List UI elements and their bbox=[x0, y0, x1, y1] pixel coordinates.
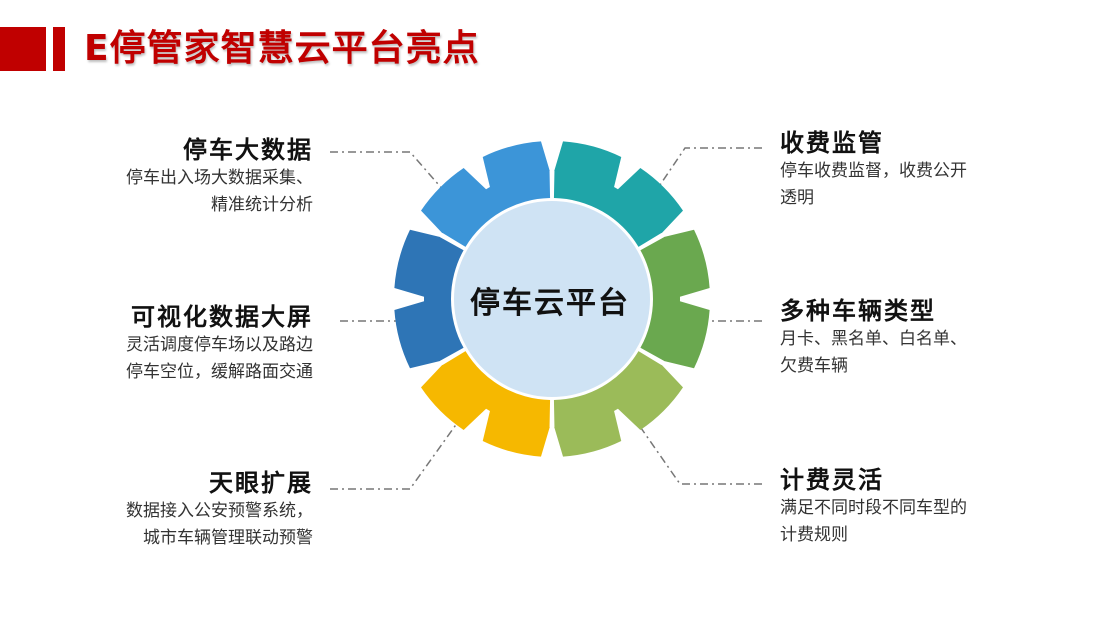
gear-segment-yellow bbox=[421, 351, 551, 457]
connector-line bbox=[659, 147, 762, 186]
page-title: E停管家智慧云平台亮点 bbox=[84, 28, 480, 69]
feature-desc-line: 月卡、黑名单、白名单、 bbox=[780, 329, 967, 349]
center-circle bbox=[454, 201, 650, 397]
feature-desc-line: 数据接入公安预警系统， bbox=[126, 501, 313, 521]
header-accent-block bbox=[0, 27, 46, 71]
feature-desc-line: 灵活调度停车场以及路边 bbox=[126, 335, 313, 355]
feature-sky-eye: 天眼扩展 数据接入公安预警系统， 城市车辆管理联动预警 bbox=[126, 468, 313, 552]
gear-segment-darkblue bbox=[394, 229, 464, 369]
feature-title: 收费监管 bbox=[780, 129, 884, 157]
feature-desc-line: 停车出入场大数据采集、 bbox=[126, 168, 313, 188]
feature-desc-line: 停车空位，缓解路面交通 bbox=[126, 362, 313, 382]
feature-desc-line: 城市车辆管理联动预警 bbox=[143, 528, 313, 548]
gear-segment-green bbox=[640, 229, 710, 369]
feature-title: 多种车辆类型 bbox=[780, 297, 936, 325]
connector-line bbox=[330, 151, 446, 193]
feature-flexible-billing: 计费灵活 满足不同时段不同车型的 计费规则 bbox=[780, 465, 967, 549]
feature-big-data: 停车大数据 停车出入场大数据采集、 精准统计分析 bbox=[126, 135, 313, 219]
gear-segment-blue bbox=[421, 141, 551, 247]
gear-segments bbox=[394, 141, 710, 457]
feature-title: 停车大数据 bbox=[183, 136, 313, 164]
center-label: 停车云平台 bbox=[470, 286, 630, 321]
connector-line bbox=[624, 404, 762, 485]
feature-desc-line: 停车收费监督，收费公开 bbox=[780, 161, 967, 181]
feature-title: 天眼扩展 bbox=[209, 469, 313, 497]
feature-desc-line: 满足不同时段不同车型的 bbox=[780, 498, 967, 518]
gear-segment-lightgreen bbox=[553, 351, 683, 457]
feature-vehicle-types: 多种车辆类型 月卡、黑名单、白名单、 欠费车辆 bbox=[780, 296, 967, 380]
connector-lines bbox=[330, 147, 762, 490]
feature-visual-screen: 可视化数据大屏 灵活调度停车场以及路边 停车空位，缓解路面交通 bbox=[126, 302, 313, 386]
feature-fee-supervision: 收费监管 停车收费监督，收费公开 透明 bbox=[780, 128, 967, 212]
feature-title: 可视化数据大屏 bbox=[131, 303, 313, 331]
gear-segment-teal bbox=[553, 141, 683, 247]
feature-title: 计费灵活 bbox=[780, 466, 884, 494]
feature-desc-line: 精准统计分析 bbox=[211, 195, 313, 215]
connector-line bbox=[330, 404, 471, 490]
feature-desc-line: 计费规则 bbox=[780, 525, 848, 545]
feature-desc-line: 欠费车辆 bbox=[780, 356, 848, 376]
feature-desc-line: 透明 bbox=[780, 188, 814, 208]
header-accent-bar bbox=[53, 27, 65, 71]
